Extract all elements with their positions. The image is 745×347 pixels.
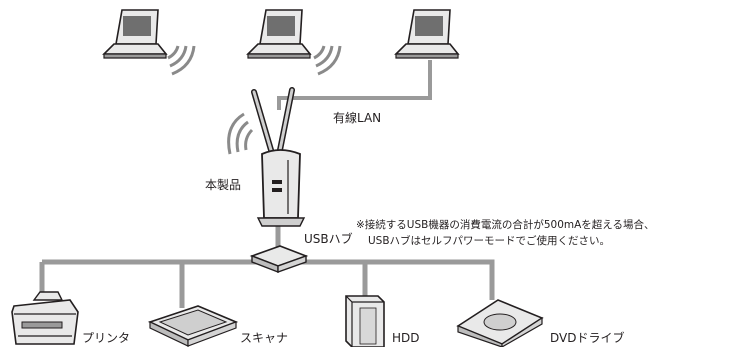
- wifi-wave-icon: [227, 112, 254, 155]
- hdd-label: HDD: [392, 331, 420, 345]
- usb-hub-label: USBハブ: [304, 232, 353, 246]
- scanner-icon: [147, 305, 239, 347]
- usb-note-line2: USBハブはセルフパワーモードでご使用ください。: [368, 235, 611, 247]
- wired-lan-cable: [277, 60, 432, 110]
- dvd-drive-icon: [456, 299, 544, 347]
- laptop-icon: [102, 9, 168, 59]
- scanner-label: スキャナ: [240, 331, 289, 345]
- router-icon: [251, 87, 306, 227]
- usb-hub-icon: [249, 245, 309, 274]
- usb-note-line1: ※接続するUSB機器の消費電流の合計が500mAを超える場合、: [356, 219, 655, 231]
- hdd-icon: [345, 295, 385, 347]
- wifi-wave-icon: [313, 45, 342, 76]
- wired-lan-label: 有線LAN: [333, 111, 382, 125]
- laptop-icon: [246, 9, 312, 59]
- dvd-label: DVDドライブ: [550, 331, 625, 345]
- printer-label: プリンタ: [82, 331, 131, 345]
- router-label: 本製品: [205, 178, 242, 192]
- laptop-icon: [394, 9, 460, 59]
- printer-icon: [11, 291, 79, 345]
- wifi-wave-icon: [167, 45, 196, 76]
